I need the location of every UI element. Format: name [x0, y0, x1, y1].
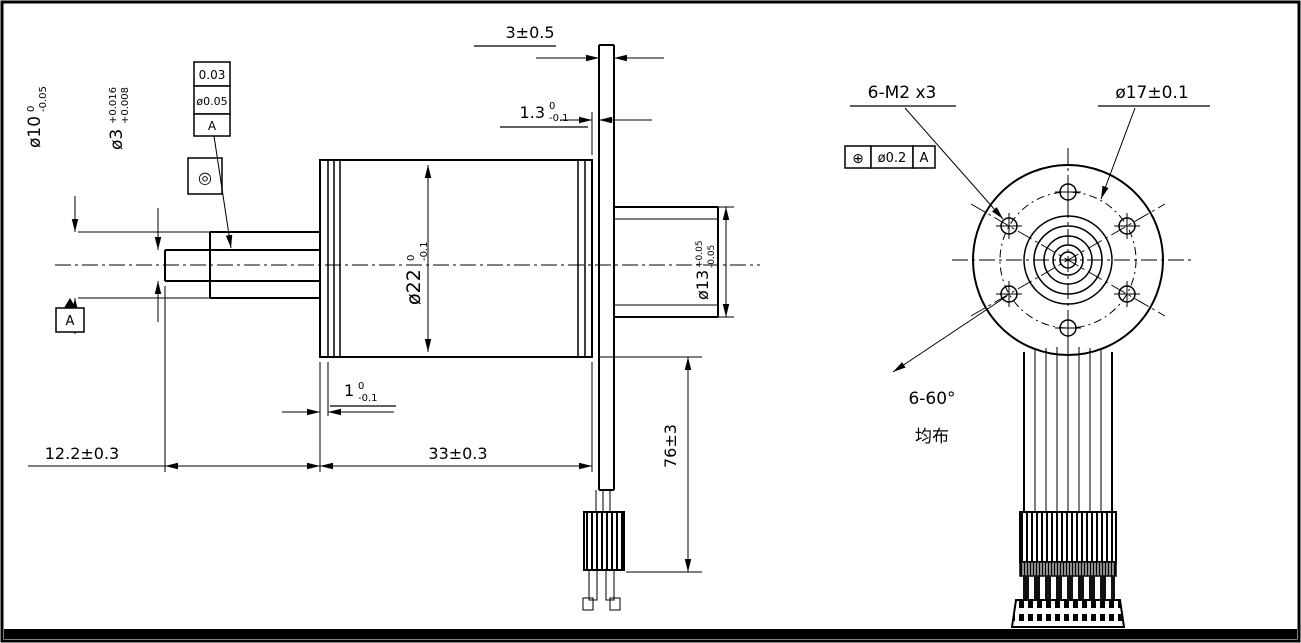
- dim-body-diameter: ø22 0 -0.1: [403, 165, 432, 352]
- fcf-conc-tol: ø0.05: [196, 95, 227, 108]
- dim-encoder-value: ø13: [693, 270, 712, 300]
- position-icon: ⊕: [852, 151, 864, 167]
- datum-flag: A: [55, 298, 85, 333]
- dim-plate-gap: 1.3 0 -0.1: [500, 101, 652, 155]
- fcf-datum-ref: A: [208, 119, 217, 133]
- thread-callout: 6-M2 x3 ⊕ ø0.2 A: [844, 83, 1004, 220]
- title-block-edge: [4, 629, 1297, 639]
- cable-connector: [1010, 511, 1126, 628]
- concentricity-icon: ◎: [198, 168, 212, 187]
- fcf-runout-tol: 0.03: [199, 68, 226, 82]
- thread-callout-label: 6-M2 x3: [868, 83, 937, 103]
- connector-teeth: [1023, 576, 1115, 600]
- dim-plate-gap-value: 1.3: [520, 103, 545, 122]
- dim-body-value: ø22: [403, 269, 425, 305]
- side-view: 3±0.5 1.3 0 -0.1 ø10 0 -0.05: [25, 23, 760, 611]
- dim-shaft-upper: +0.016: [108, 87, 119, 124]
- dim-encoder-lower: -0.05: [707, 245, 717, 268]
- datum-triangle-icon: [64, 298, 76, 308]
- ribbon-cable: [1023, 347, 1113, 512]
- dim-shaft-lower: +0.008: [120, 87, 131, 124]
- dim-total-height: 76±3: [598, 356, 702, 573]
- hole: [1114, 281, 1140, 307]
- side-cable-connector: [582, 490, 625, 611]
- dim-plate-gap-upper: 0: [549, 101, 555, 112]
- dim-flange-thickness: 1 0 -0.1: [282, 362, 396, 416]
- hole: [1055, 315, 1081, 341]
- end-centerline-diag2: [970, 203, 1166, 317]
- dim-boss-value: ø10: [25, 116, 45, 148]
- connector-housing: [1010, 599, 1126, 628]
- dim-total-height-label: 76±3: [661, 424, 680, 468]
- dim-flange-value: 1: [344, 381, 354, 400]
- bolt-circle-callout: ø17±0.1: [1098, 83, 1210, 200]
- dim-flange-upper: 0: [358, 381, 364, 392]
- dim-boss-lower: -0.05: [38, 86, 49, 112]
- datum-letter: A: [66, 314, 75, 329]
- mounting-holes: [996, 179, 1140, 341]
- dim-shaft-diameter: ø3 +0.016 +0.008: [107, 87, 162, 322]
- spacing-note-label: 均布: [915, 427, 949, 447]
- hole: [996, 281, 1022, 307]
- dim-body-lower: -0.1: [419, 241, 430, 261]
- position-tolerance: ø0.2: [878, 151, 907, 166]
- dim-boss-upper: 0: [26, 106, 37, 112]
- hole: [1114, 213, 1140, 239]
- dim-body-upper: 0: [406, 255, 417, 261]
- dim-shaft-length-label: 12.2±0.3: [45, 444, 119, 463]
- angle-callout: 6-60° 均布: [892, 295, 1008, 447]
- dim-shaft-value: ø3: [107, 129, 127, 150]
- dim-plate-thickness: 3±0.5: [474, 23, 664, 62]
- position-datum: A: [920, 151, 929, 166]
- dim-plate-thickness-label: 3±0.5: [505, 23, 554, 42]
- encoder-boss: [614, 206, 719, 318]
- motor-body: [319, 159, 593, 358]
- hole: [996, 213, 1022, 239]
- end-view: 6-M2 x3 ⊕ ø0.2 A ø17±0.1 6-60° 均布: [844, 83, 1210, 628]
- angle-label: 6-60°: [908, 389, 955, 409]
- dim-encoder-boss: ø13 +0.05 -0.05: [693, 206, 734, 318]
- hole: [1055, 179, 1081, 205]
- dim-encoder-upper: +0.05: [695, 240, 705, 268]
- fcf-left: 0.03 ø0.05 A ◎: [187, 61, 233, 249]
- dim-body-length-label: 33±0.3: [428, 444, 487, 463]
- dim-flange-lower: -0.1: [358, 393, 378, 404]
- dim-plate-gap-lower: -0.1: [549, 113, 569, 124]
- dim-lengths: 12.2±0.3 33±0.3: [28, 286, 593, 472]
- bolt-circle-label: ø17±0.1: [1115, 83, 1188, 103]
